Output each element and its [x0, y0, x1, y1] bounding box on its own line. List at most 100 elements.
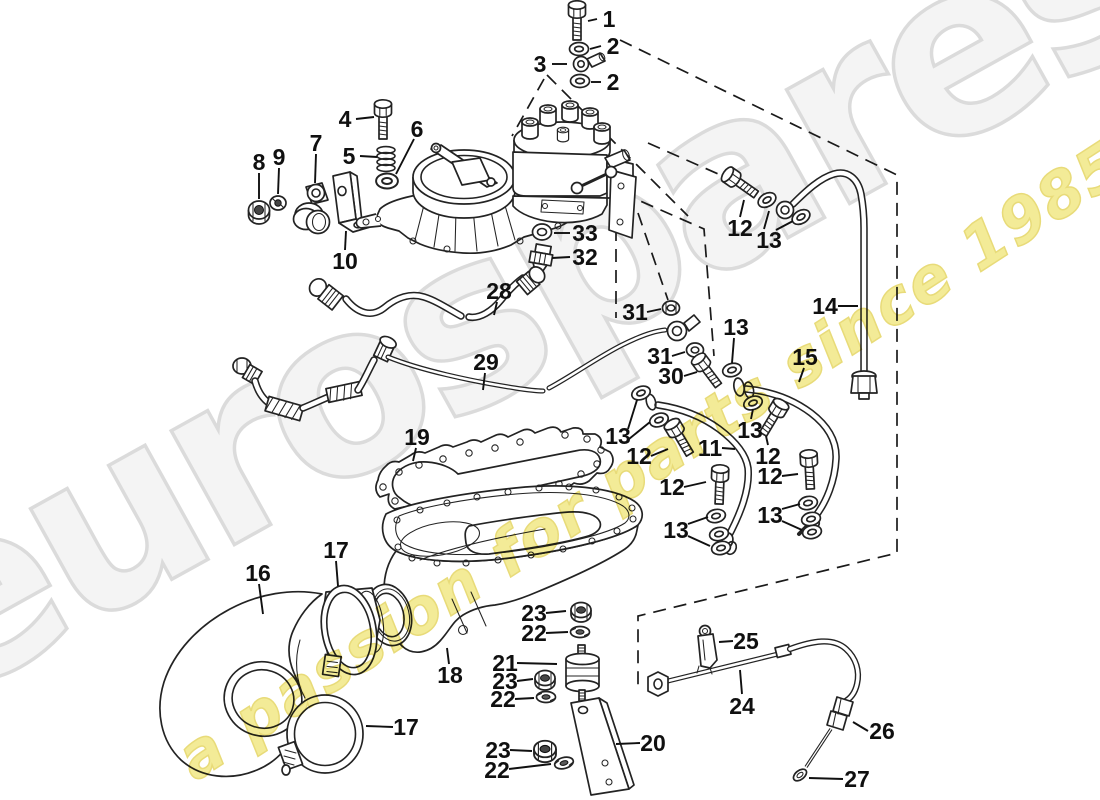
- bolt-1: [567, 0, 587, 41]
- part-callout-18: 18: [437, 662, 463, 688]
- part-callout-23: 23: [492, 668, 518, 694]
- part-callout-26: 26: [869, 718, 895, 744]
- part-callout-23: 23: [521, 600, 547, 626]
- leader-line-13: [781, 520, 803, 531]
- part-callout-29: 29: [473, 349, 499, 375]
- part-callout-28: 28: [486, 278, 512, 304]
- part-callout-9: 9: [273, 144, 286, 170]
- part-callout-20: 20: [640, 730, 666, 756]
- bolt-12-mid: [709, 463, 730, 506]
- part-callout-5: 5: [343, 143, 356, 169]
- leader-line-10: [344, 230, 347, 251]
- leader-line-13: [731, 337, 735, 364]
- leader-line-32: [551, 256, 571, 259]
- leader-line-29: [482, 372, 486, 391]
- leader-line-1: [587, 18, 598, 22]
- clamp-17-upper: [320, 584, 378, 678]
- leader-line-26: [852, 721, 869, 732]
- leader-line-18: [446, 647, 450, 665]
- nut-23-top: [570, 601, 592, 623]
- injection-pipe-24: [647, 643, 792, 697]
- leader-line-20: [615, 742, 641, 745]
- part-callout-32: 32: [572, 244, 598, 270]
- part-callout-22: 22: [490, 686, 516, 712]
- leader-line-4: [355, 116, 375, 120]
- part-callout-13: 13: [757, 502, 783, 528]
- clip-25: [696, 624, 718, 675]
- fitting-33: [531, 223, 553, 241]
- leader-line-15: [798, 367, 805, 383]
- part-callout-14: 14: [812, 293, 838, 319]
- leader-line-23: [516, 678, 534, 682]
- part-callout-12: 12: [727, 215, 753, 241]
- leader-line-25: [718, 640, 734, 643]
- leader-line-22: [545, 631, 569, 634]
- part-callout-23: 23: [485, 737, 511, 763]
- leader-line-12: [765, 435, 769, 446]
- intake-manifold-18: [365, 483, 644, 653]
- part-callout-17: 17: [393, 714, 419, 740]
- part-callout-12: 12: [626, 443, 652, 469]
- part-callout-8: 8: [253, 149, 266, 175]
- leader-line-13: [627, 399, 638, 430]
- fitting-26: [804, 696, 854, 768]
- leader-line-13: [763, 210, 770, 230]
- leader-line-13: [781, 503, 801, 510]
- washer-2-upper: [568, 41, 590, 57]
- part-callout-2: 2: [607, 69, 620, 95]
- leader-line-12: [781, 473, 799, 477]
- part-callout-6: 6: [411, 116, 424, 142]
- part-callout-13: 13: [663, 517, 689, 543]
- fuel-pipe-14: [718, 164, 878, 400]
- part-callout-3: 3: [534, 51, 547, 77]
- bolt-4: [373, 98, 393, 140]
- leader-line-31: [646, 308, 662, 313]
- part-callout-16: 16: [245, 560, 271, 586]
- lock-washer-22-top: [569, 625, 591, 639]
- leader-line-13: [687, 516, 709, 525]
- hose-24-right: [786, 638, 862, 706]
- part-callout-4: 4: [339, 106, 352, 132]
- part-callout-15: 15: [792, 344, 818, 370]
- part-callout-27: 27: [844, 766, 870, 792]
- fuel-hose-28: [308, 266, 546, 322]
- leader-line-22: [514, 697, 535, 700]
- holder-7: [292, 182, 331, 235]
- part-callout-30: 30: [658, 363, 684, 389]
- bleeder-tip-27: [792, 768, 808, 782]
- part-callout-12: 12: [755, 443, 781, 469]
- leader-line-7: [314, 153, 317, 184]
- leader-line-28: [493, 301, 498, 316]
- leader-line-12: [739, 199, 745, 218]
- leader-line-27: [808, 777, 844, 780]
- leader-line-31: [671, 351, 686, 357]
- part-callout-25: 25: [733, 628, 759, 654]
- clamp-17-lower: [277, 694, 364, 776]
- leader-line-2: [589, 45, 602, 50]
- part-callout-19: 19: [404, 424, 430, 450]
- leader-line-13: [687, 535, 711, 547]
- leader-line-13: [750, 408, 754, 420]
- bracket-20: [570, 697, 635, 796]
- bracket-10: [332, 171, 371, 233]
- washer-6: [375, 172, 399, 190]
- part-callout-10: 10: [332, 248, 358, 274]
- part-callout-21: 21: [492, 650, 518, 676]
- leader-line-24: [739, 669, 743, 695]
- spring-5: [376, 145, 396, 173]
- bolt-12-right: [799, 448, 820, 491]
- leader-line-5: [359, 155, 378, 158]
- part-callout-2: 2: [607, 33, 620, 59]
- nut-23-bottom: [533, 739, 557, 764]
- part-callout-12: 12: [757, 463, 783, 489]
- part-callout-13: 13: [605, 423, 631, 449]
- part-callout-31: 31: [647, 343, 673, 369]
- nut-8: [247, 200, 271, 225]
- leader-line-6: [395, 138, 415, 175]
- part-callout-7: 7: [310, 130, 323, 156]
- leader-line-23: [545, 610, 567, 614]
- leader-line-13: [775, 220, 794, 231]
- fuel-distributor: [512, 100, 637, 239]
